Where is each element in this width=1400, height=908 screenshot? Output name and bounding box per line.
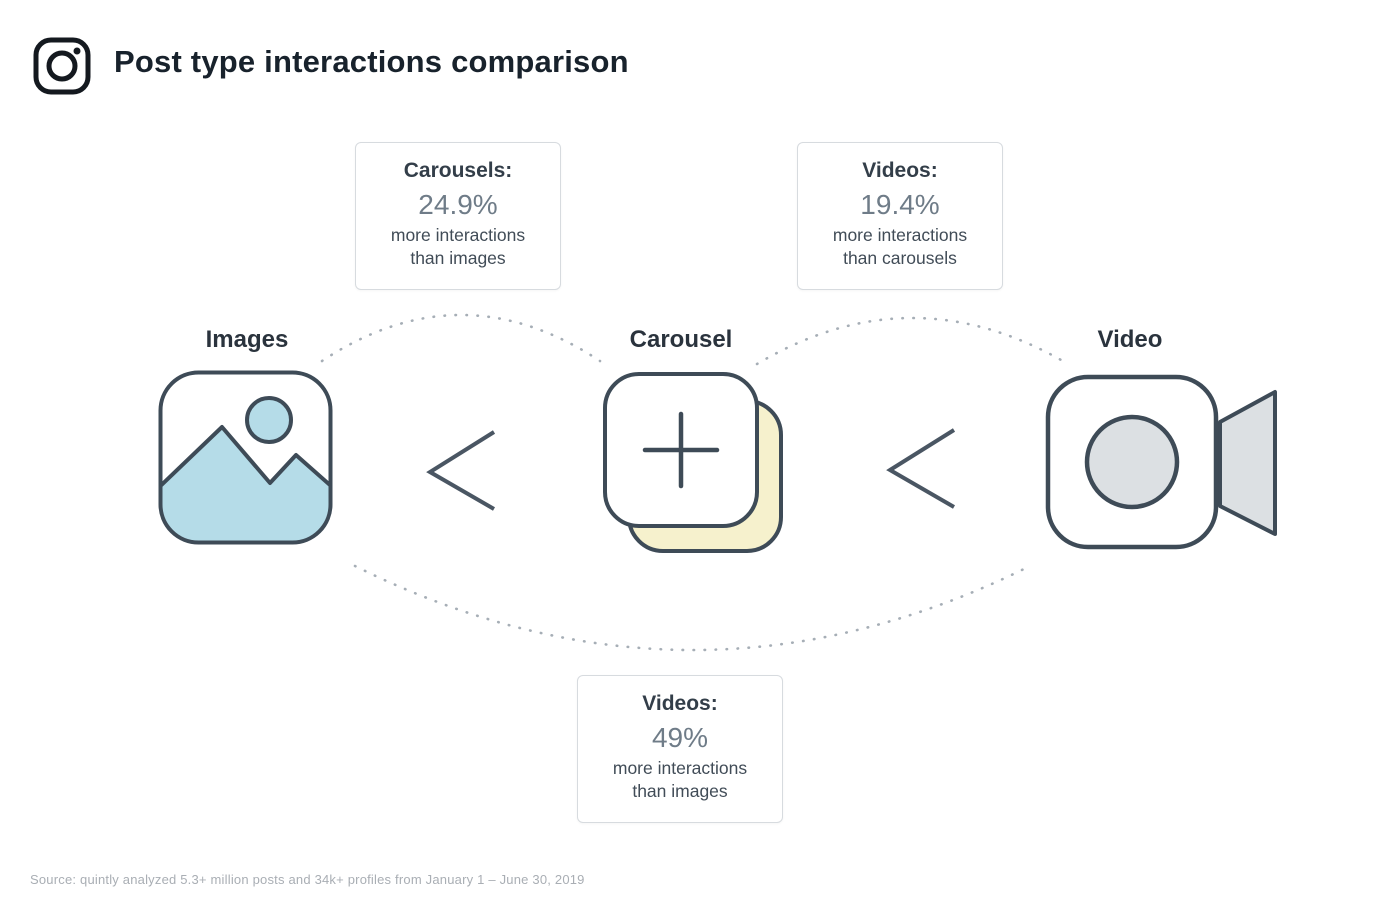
image-post-icon — [158, 370, 333, 545]
callout-line: than images — [410, 247, 506, 268]
callout-value: 49% — [651, 722, 709, 754]
callout-subject: Carousels: — [403, 159, 513, 182]
source-note: Source: quintly analyzed 5.3+ million po… — [30, 872, 585, 887]
label-video: Video — [1097, 326, 1163, 353]
video-post-icon — [1045, 374, 1277, 550]
callout-videos-vs-images: Videos: 49% more interactions than image… — [577, 675, 783, 823]
callout-line: than carousels — [843, 247, 957, 268]
instagram-icon — [33, 37, 91, 95]
callout-line: than images — [632, 780, 728, 801]
label-carousel: Carousel — [629, 326, 733, 353]
callout-carousels-vs-images: Carousels: 24.9% more interactions than … — [355, 142, 561, 290]
callout-subject: Videos: — [642, 692, 718, 715]
callout-subject: Videos: — [862, 159, 938, 182]
callout-videos-vs-carousels: Videos: 19.4% more interactions than car… — [797, 142, 1003, 290]
carousel-post-icon — [603, 372, 783, 553]
arc-carousel-video — [755, 316, 1070, 366]
less-than-icon — [426, 430, 496, 511]
callout-value: 19.4% — [860, 189, 940, 221]
label-images: Images — [205, 326, 289, 353]
callout-value: 24.9% — [418, 189, 498, 221]
arc-images-video — [353, 564, 1032, 652]
less-than-icon — [886, 428, 956, 509]
callout-line: more interactions — [390, 225, 526, 246]
callout-line: more interactions — [832, 225, 968, 246]
callout-line: more interactions — [612, 758, 748, 779]
page-title: Post type interactions comparison — [114, 44, 629, 79]
arc-images-carousel — [320, 313, 602, 363]
